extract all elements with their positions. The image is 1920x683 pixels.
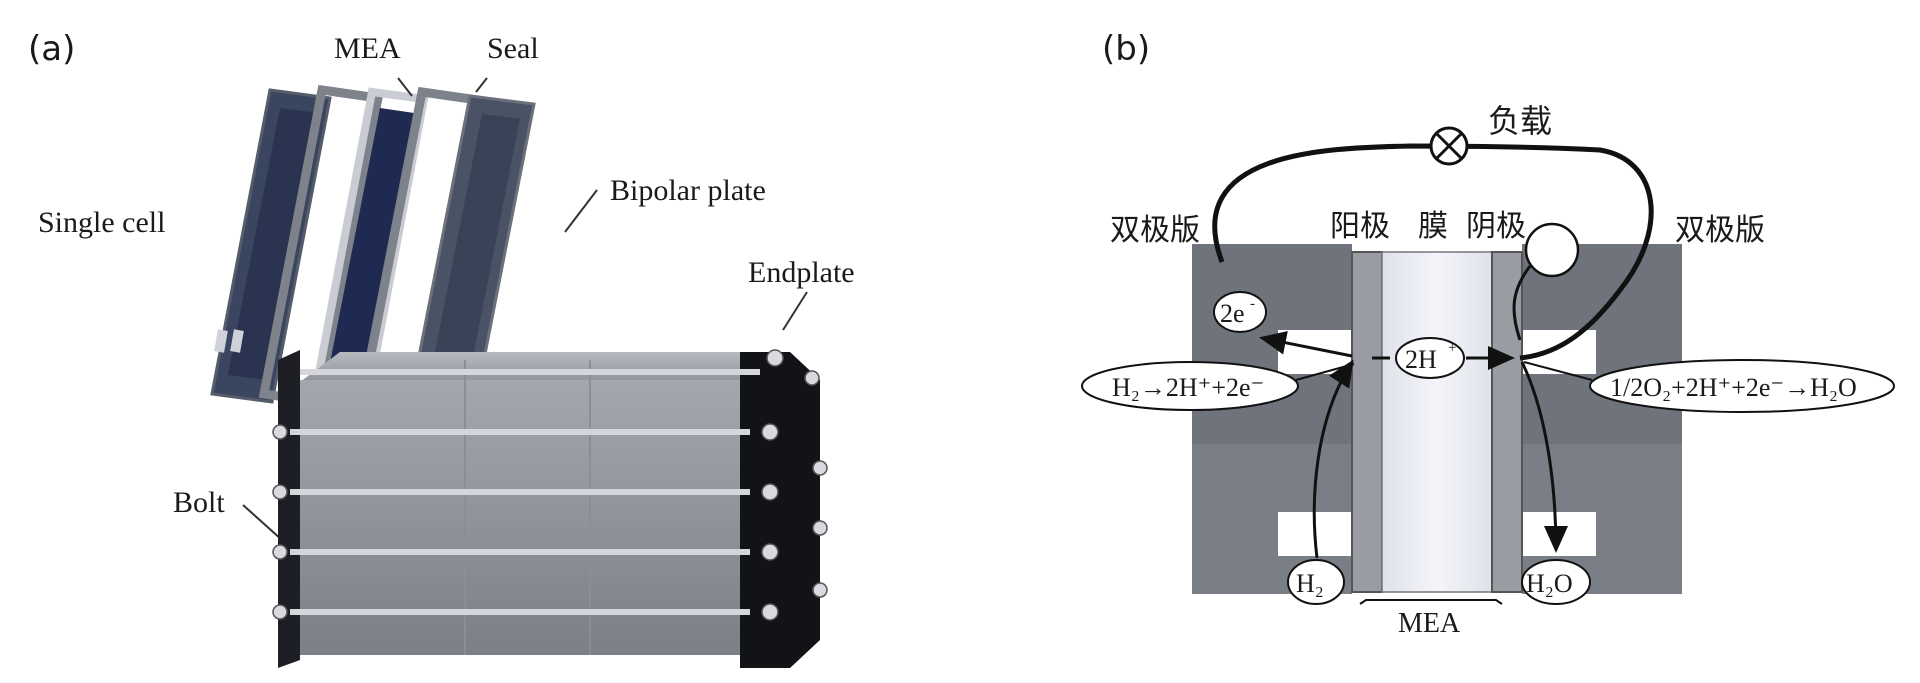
h2o-bubble: H₂O	[1521, 559, 1591, 605]
label-electrons: 2e	[1220, 299, 1245, 328]
label-h2o-out: H₂O	[1526, 569, 1573, 598]
label-protons: 2H	[1405, 345, 1437, 374]
panel-b-tag: (b)	[1102, 29, 1150, 69]
label-protons-sup: +	[1448, 340, 1456, 356]
panel-a-tag: (a)	[28, 29, 75, 69]
membrane	[1381, 251, 1493, 593]
label-cathode: 阴极	[1466, 209, 1526, 244]
load-icon	[1429, 126, 1469, 166]
label-mea-a: MEA	[334, 32, 401, 65]
protons-bubble: 2H +	[1395, 337, 1465, 379]
label-load: 负载	[1488, 102, 1552, 140]
bolt-heads	[272, 349, 828, 621]
single-cell-exploded	[210, 84, 536, 408]
bipolar-block-right	[1522, 244, 1682, 594]
panel-b: (b) 负载	[1081, 29, 1895, 639]
bolt-rods	[290, 369, 760, 615]
label-mea-b: MEA	[1398, 608, 1461, 639]
label-anode-reaction: H₂→2H⁺+2e⁻	[1112, 373, 1264, 402]
label-h2-in: H₂	[1296, 569, 1324, 598]
external-circuit	[1212, 143, 1654, 361]
panel-a: (a)	[28, 29, 855, 668]
h2-flow-arrow	[1312, 359, 1354, 559]
electrons-bubble: 2e -	[1213, 291, 1267, 333]
label-bipolar-left: 双极版	[1110, 213, 1200, 248]
label-bipolar-plate: Bipolar plate	[610, 174, 766, 207]
anode-electrode	[1351, 251, 1383, 593]
label-electrons-sup: -	[1250, 296, 1255, 312]
h2-bubble: H₂	[1287, 559, 1345, 605]
label-bipolar-right: 双极版	[1675, 213, 1765, 248]
h2o-flow-arrow	[1520, 361, 1568, 553]
label-seal: Seal	[487, 32, 539, 65]
cathode-reaction: 1/2O₂+2H⁺+2e⁻→H₂O	[1589, 359, 1895, 413]
oxygen-inlet-icon	[1512, 222, 1580, 341]
label-bolt: Bolt	[173, 486, 225, 519]
anode-reaction: H₂→2H⁺+2e⁻	[1081, 361, 1299, 411]
label-cathode-reaction: 1/2O₂+2H⁺+2e⁻→H₂O	[1610, 373, 1857, 402]
mea-bracket	[1359, 599, 1503, 605]
bipolar-plate-1	[210, 88, 332, 404]
label-anode: 阳极	[1330, 209, 1390, 244]
leader-lines-a	[242, 77, 808, 541]
cathode-electrode	[1491, 251, 1523, 593]
label-endplate: Endplate	[748, 256, 855, 289]
label-single-cell: Single cell	[38, 206, 165, 239]
fuel-cell-stack	[272, 349, 828, 668]
electron-arrow	[1259, 330, 1353, 358]
label-membrane: 膜	[1418, 209, 1448, 244]
